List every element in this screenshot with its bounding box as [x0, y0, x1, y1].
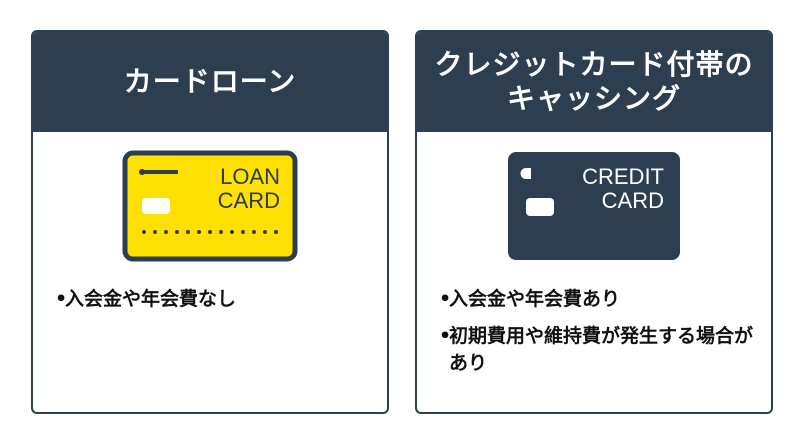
- bullet-item: • 入会金や年会費なし: [55, 286, 373, 313]
- credit-card-title-line2: キャッシング: [506, 82, 681, 115]
- bullet-mark: •: [439, 288, 452, 310]
- bullet-text: 入会金や年会費なし: [65, 288, 237, 310]
- loan-card-illustration-wrap: LOAN CARD: [33, 150, 387, 262]
- credit-card-chip: [526, 198, 554, 216]
- loan-card-label-line1: LOAN: [220, 164, 280, 189]
- loan-card-label-line2: CARD: [218, 188, 280, 213]
- loan-card-stripe-dot: [139, 169, 145, 175]
- loan-card-chip: [142, 198, 170, 214]
- bullet-mark: •: [439, 325, 452, 347]
- loan-card-bullet-list: • 入会金や年会費なし: [55, 286, 373, 323]
- loan-card-title: カードローン: [123, 65, 297, 98]
- credit-card-header: クレジットカード付帯の キャッシング: [417, 32, 771, 132]
- bullet-text: 入会金や年会費あり: [449, 288, 621, 310]
- bullet-text: 初期費用や維持費が発生する場合があり: [449, 325, 754, 374]
- bullet-item: • 入会金や年会費あり: [439, 286, 757, 313]
- bullet-mark: •: [55, 288, 68, 310]
- credit-card-panel: クレジットカード付帯の キャッシング CREDIT CARD • 入会金や年会費…: [415, 30, 773, 414]
- credit-card-icon: CREDIT CARD: [508, 152, 680, 260]
- loan-card-header: カードローン: [33, 32, 387, 132]
- credit-card-title-line1: クレジットカード付帯の: [434, 48, 754, 81]
- credit-card-bullet-list: • 入会金や年会費あり • 初期費用や維持費が発生する場合があり: [439, 286, 757, 387]
- credit-card-illustration-wrap: CREDIT CARD: [417, 150, 771, 262]
- bullet-item: • 初期費用や維持費が発生する場合があり: [439, 323, 757, 377]
- loan-card-icon: LOAN CARD: [122, 150, 298, 262]
- loan-card-panel: カードローン LOAN CARD • 入会金や年会費なし: [31, 30, 389, 414]
- credit-card-notch: [520, 168, 531, 179]
- credit-card-label-line1: CREDIT: [582, 164, 664, 189]
- loan-card-dot-row: [142, 230, 278, 234]
- loan-card-stripe: [142, 170, 178, 174]
- credit-card-label-line2: CARD: [602, 188, 664, 213]
- credit-card-body: [508, 152, 680, 260]
